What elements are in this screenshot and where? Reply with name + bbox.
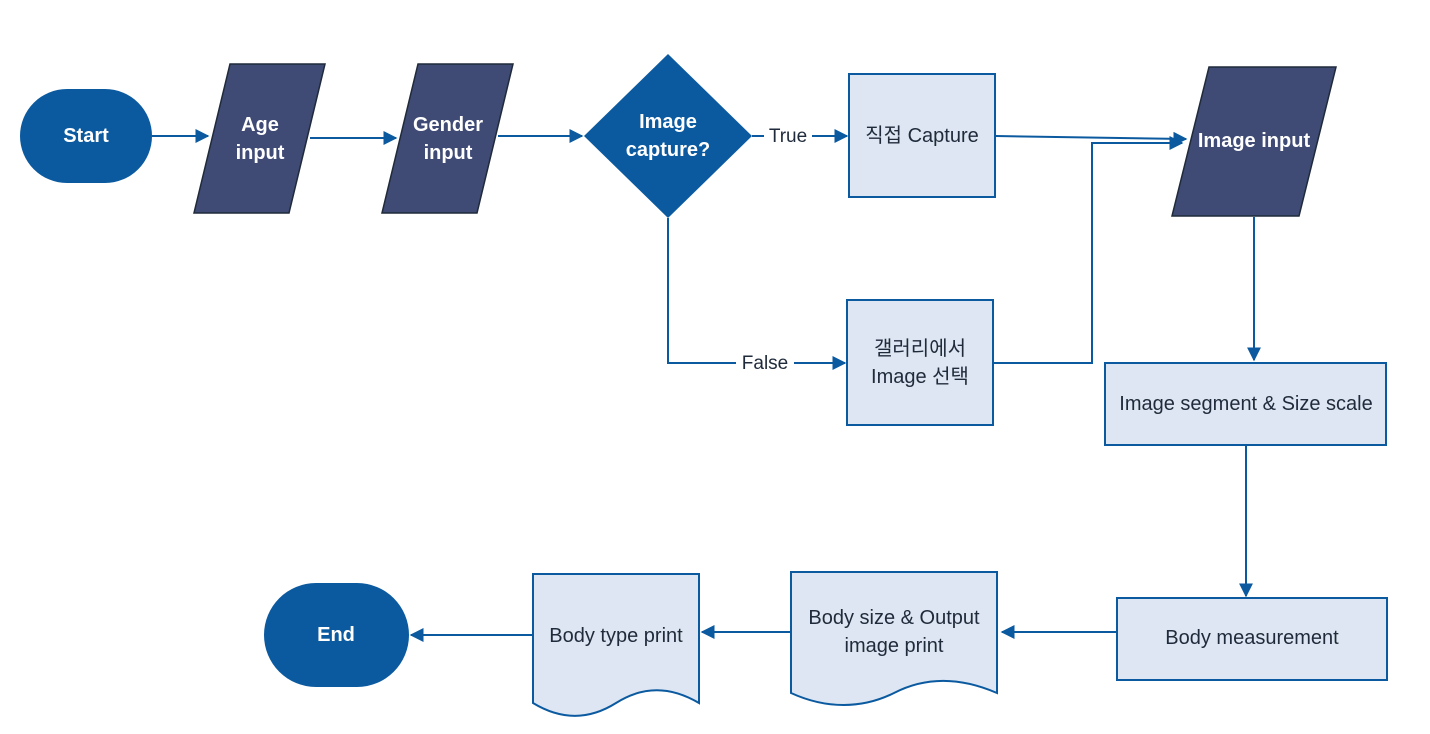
- end-label: End: [317, 624, 355, 646]
- edge-decision-false-a: [667, 218, 736, 364]
- age-input-label: Age input: [236, 114, 285, 164]
- segment-label-line: Image segment & Size scale: [1119, 393, 1372, 415]
- age-label-line: Age: [241, 114, 279, 136]
- start-label: Start: [63, 125, 109, 147]
- direct-capture-process: 직접 Capture: [848, 73, 996, 198]
- edges: [152, 129, 1261, 642]
- image-input-label-line: Image input: [1198, 130, 1311, 152]
- size-print-document: Body size & Output image print: [790, 571, 998, 706]
- decision-label-line: capture?: [626, 139, 710, 161]
- edge-capture-to-image-input: [995, 131, 1188, 146]
- image-input-label: Image input: [1198, 130, 1311, 152]
- capture-shape: [848, 73, 996, 198]
- end-terminal: End: [264, 583, 409, 687]
- type-print-shape: [532, 573, 700, 717]
- type-print-label-line: Body type print: [549, 625, 683, 647]
- decision-label-line: Image: [639, 111, 697, 133]
- gallery-label-line: Image 선택: [871, 365, 969, 388]
- gallery-label-line: 갤러리에서: [874, 337, 966, 360]
- measurement-label: Body measurement: [1165, 627, 1339, 649]
- gender-label-line: Gender: [413, 114, 483, 136]
- gender-input-shape: [381, 63, 514, 214]
- end-shape: [264, 583, 409, 687]
- type-print-document: Body type print: [532, 573, 700, 717]
- size-print-shape: [790, 571, 998, 706]
- decision-label: Image capture?: [626, 111, 710, 161]
- measurement-shape: [1116, 597, 1388, 681]
- start-label-line: Start: [63, 125, 109, 147]
- gallery-shape: [846, 299, 994, 426]
- image-input-node: Image input: [1171, 66, 1337, 217]
- gender-label-line: input: [424, 142, 473, 164]
- measurement-process: Body measurement: [1116, 597, 1388, 681]
- segment-label: Image segment & Size scale: [1119, 393, 1372, 415]
- gallery-select-process: 갤러리에서 Image 선택: [846, 299, 994, 426]
- capture-label-line: 직접 Capture: [865, 124, 979, 147]
- age-label-line: input: [236, 142, 285, 164]
- segment-shape: [1104, 362, 1387, 446]
- image-input-shape: [1171, 66, 1337, 217]
- gender-input-label: Gender input: [413, 114, 483, 164]
- measure-label-line: Body measurement: [1165, 627, 1339, 649]
- size-print-label: Body size & Output image print: [808, 607, 980, 657]
- age-input-shape: [193, 63, 326, 214]
- edge-gallery-to-image-input: [994, 136, 1184, 364]
- size-print-label-line: Body size & Output: [808, 607, 980, 629]
- start-terminal: Start: [20, 89, 152, 183]
- edge-label-true: True: [769, 126, 807, 147]
- type-print-label: Body type print: [549, 625, 683, 647]
- edge-label-false: False: [742, 353, 788, 374]
- start-shape: [20, 89, 152, 183]
- age-input-node: Age input: [193, 63, 326, 214]
- capture-label: 직접 Capture: [865, 124, 979, 147]
- gender-input-node: Gender input: [381, 63, 514, 214]
- gallery-label: 갤러리에서 Image 선택: [871, 337, 969, 388]
- end-label-line: End: [317, 624, 355, 646]
- size-print-label-line: image print: [845, 635, 944, 657]
- image-capture-decision: Image capture?: [584, 54, 752, 218]
- decision-shape: [584, 54, 752, 218]
- segment-process: Image segment & Size scale: [1104, 362, 1387, 446]
